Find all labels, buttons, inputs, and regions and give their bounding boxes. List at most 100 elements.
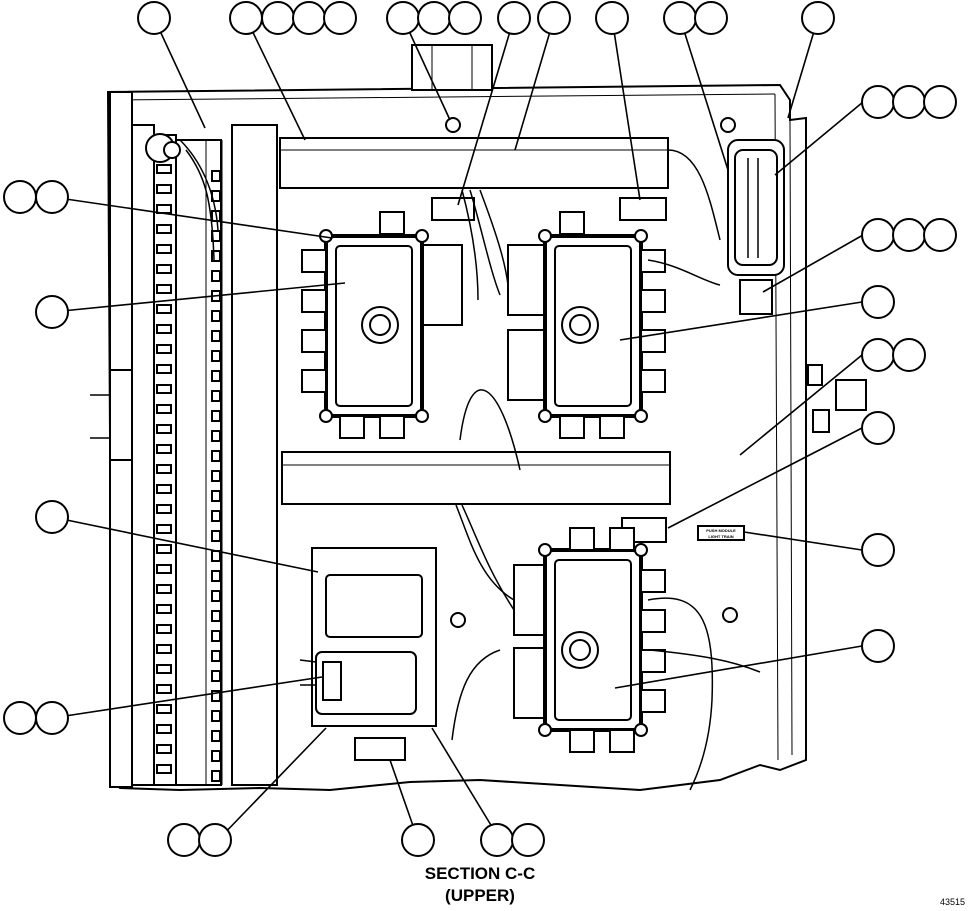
- rail-tooth: [156, 224, 172, 234]
- callout-balloon: [694, 1, 728, 35]
- rail-tooth: [156, 764, 172, 774]
- callout-balloon: [198, 823, 232, 857]
- rail-tooth: [156, 544, 172, 554]
- cable-connector: [640, 569, 666, 593]
- callout-balloon: [861, 629, 895, 663]
- callout-balloon: [861, 85, 895, 119]
- callout-balloon: [923, 218, 957, 252]
- section-subtitle: (UPPER): [445, 886, 515, 905]
- cable-connector: [640, 649, 666, 673]
- rail-tooth: [156, 584, 172, 594]
- cable-connector: [569, 729, 595, 753]
- leader-lines: [51, 17, 864, 841]
- rail-tooth: [156, 424, 172, 434]
- svg-text:PUSH MODULE: PUSH MODULE: [706, 528, 736, 533]
- cable-connector: [559, 211, 585, 235]
- control-module-right-upper: [538, 229, 648, 423]
- callout-balloon: [861, 411, 895, 445]
- rail-tooth: [156, 484, 172, 494]
- callout-balloon: [3, 701, 37, 735]
- control-module-left: [319, 229, 429, 423]
- rail-tooth: [156, 304, 172, 314]
- rail-tooth: [156, 564, 172, 574]
- cable-connector: [301, 249, 327, 273]
- rail-tooth: [211, 170, 221, 182]
- section-title: SECTION C-C: [424, 864, 536, 883]
- rail-tooth: [156, 684, 172, 694]
- rail-tooth: [211, 330, 221, 342]
- upper-wireway: [279, 137, 669, 189]
- callout-balloon: [861, 533, 895, 567]
- cable-connector: [569, 527, 595, 551]
- rail-tooth: [211, 410, 221, 422]
- middle-wireway: [281, 451, 671, 505]
- rail-tooth: [156, 704, 172, 714]
- rail-tooth: [211, 730, 221, 742]
- cable-connector: [599, 415, 625, 439]
- rail-tooth: [211, 750, 221, 762]
- callout-balloon: [497, 1, 531, 35]
- cable-connector: [301, 289, 327, 313]
- rail-tooth: [156, 244, 172, 254]
- callout-balloon: [35, 500, 69, 534]
- rail-tooth: [156, 204, 172, 214]
- callout-balloon: [35, 701, 69, 735]
- callout-balloon: [861, 285, 895, 319]
- callout-balloon: [892, 85, 926, 119]
- relay-bracket: [311, 547, 437, 761]
- callout-balloon: [892, 218, 926, 252]
- rail-tooth: [211, 270, 221, 282]
- callout-balloon: [448, 1, 482, 35]
- callout-balloon: [386, 1, 420, 35]
- cable-connector: [301, 329, 327, 353]
- callout-balloon: [3, 180, 37, 214]
- rail-tooth: [211, 490, 221, 502]
- callout-balloon: [292, 1, 326, 35]
- rail-tooth: [211, 710, 221, 722]
- rail-tooth: [156, 524, 172, 534]
- callout-balloon: [801, 1, 835, 35]
- rail-tooth: [211, 450, 221, 462]
- rail-tooth: [211, 350, 221, 362]
- callout-balloon: [35, 180, 69, 214]
- callout-balloon: [261, 1, 295, 35]
- rail-tooth: [211, 690, 221, 702]
- rail-tooth: [156, 184, 172, 194]
- callout-balloon: [511, 823, 545, 857]
- rail-tooth: [156, 324, 172, 334]
- rail-tooth: [156, 604, 172, 614]
- callout-balloon: [401, 823, 435, 857]
- rail-tooth: [156, 744, 172, 754]
- cable-connector: [379, 415, 405, 439]
- rail-tooth: [156, 164, 172, 174]
- rail-tooth: [211, 770, 221, 782]
- callout-balloon: [923, 85, 957, 119]
- rail-tooth: [156, 664, 172, 674]
- cable-connector: [379, 211, 405, 235]
- cable-connector: [301, 369, 327, 393]
- rail-tooth: [211, 570, 221, 582]
- panel-tag: PUSH MODULE LIGHT TRAIN: [697, 525, 745, 541]
- cable-connector: [640, 289, 666, 313]
- callout-balloon: [417, 1, 451, 35]
- rail-tooth: [211, 430, 221, 442]
- cable-connector: [609, 527, 635, 551]
- rail-tooth: [156, 364, 172, 374]
- rail-tooth: [211, 590, 221, 602]
- rail-tooth: [211, 250, 221, 262]
- drawing-number: 43515: [940, 897, 966, 907]
- cable-connector: [640, 369, 666, 393]
- callout-balloon: [663, 1, 697, 35]
- rail-tooth: [211, 310, 221, 322]
- rail-tooth: [211, 670, 221, 682]
- callout-balloon: [537, 1, 571, 35]
- rail-tooth: [211, 650, 221, 662]
- rail-tooth: [211, 370, 221, 382]
- callout-circles: [3, 1, 957, 857]
- callout-balloon: [229, 1, 263, 35]
- rail-tooth: [156, 444, 172, 454]
- left-rail-assembly: [90, 91, 278, 788]
- rail-tooth: [211, 610, 221, 622]
